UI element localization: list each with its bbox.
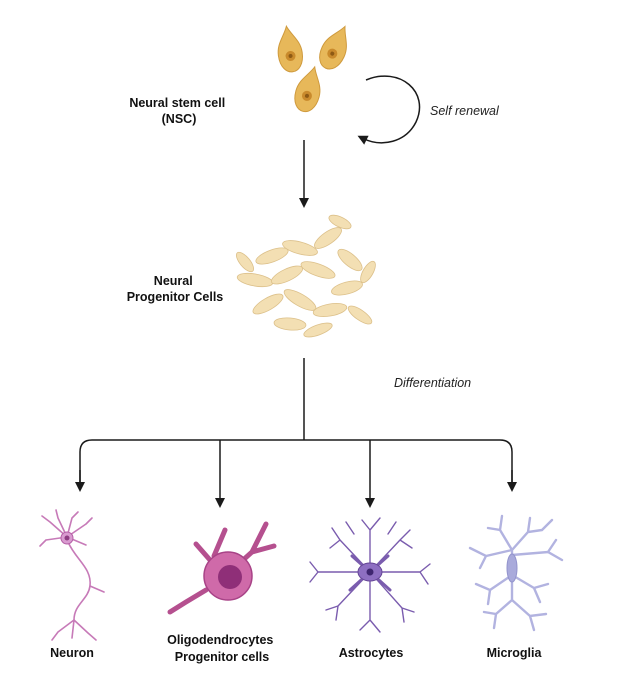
self-renewal-arrow: [357, 75, 421, 145]
stem-cell: [277, 24, 303, 73]
npc-label: Neural Progenitor Cells: [127, 274, 224, 304]
neural-stem-cells-illustration: [277, 24, 347, 113]
opc-illustration: [167, 521, 277, 615]
nsc-label: Neural stem cell (NSC): [129, 96, 228, 126]
microglia-label: Microglia: [487, 646, 543, 660]
astrocyte-illustration: [309, 517, 431, 633]
branch-line: [79, 439, 513, 485]
opc-label: Oligodendrocytes Progenitor cells: [167, 633, 277, 664]
self-renewal-label: Self renewal: [430, 104, 500, 118]
microglia-illustration: [468, 514, 564, 632]
astrocytes-label: Astrocytes: [339, 646, 404, 660]
neuron-illustration: [39, 509, 105, 641]
stem-cell: [294, 65, 321, 113]
neural-progenitor-cells-illustration: [235, 214, 376, 338]
neuron-label: Neuron: [50, 646, 94, 660]
stem-cell: [319, 25, 347, 70]
differentiation-label: Differentiation: [394, 376, 471, 390]
